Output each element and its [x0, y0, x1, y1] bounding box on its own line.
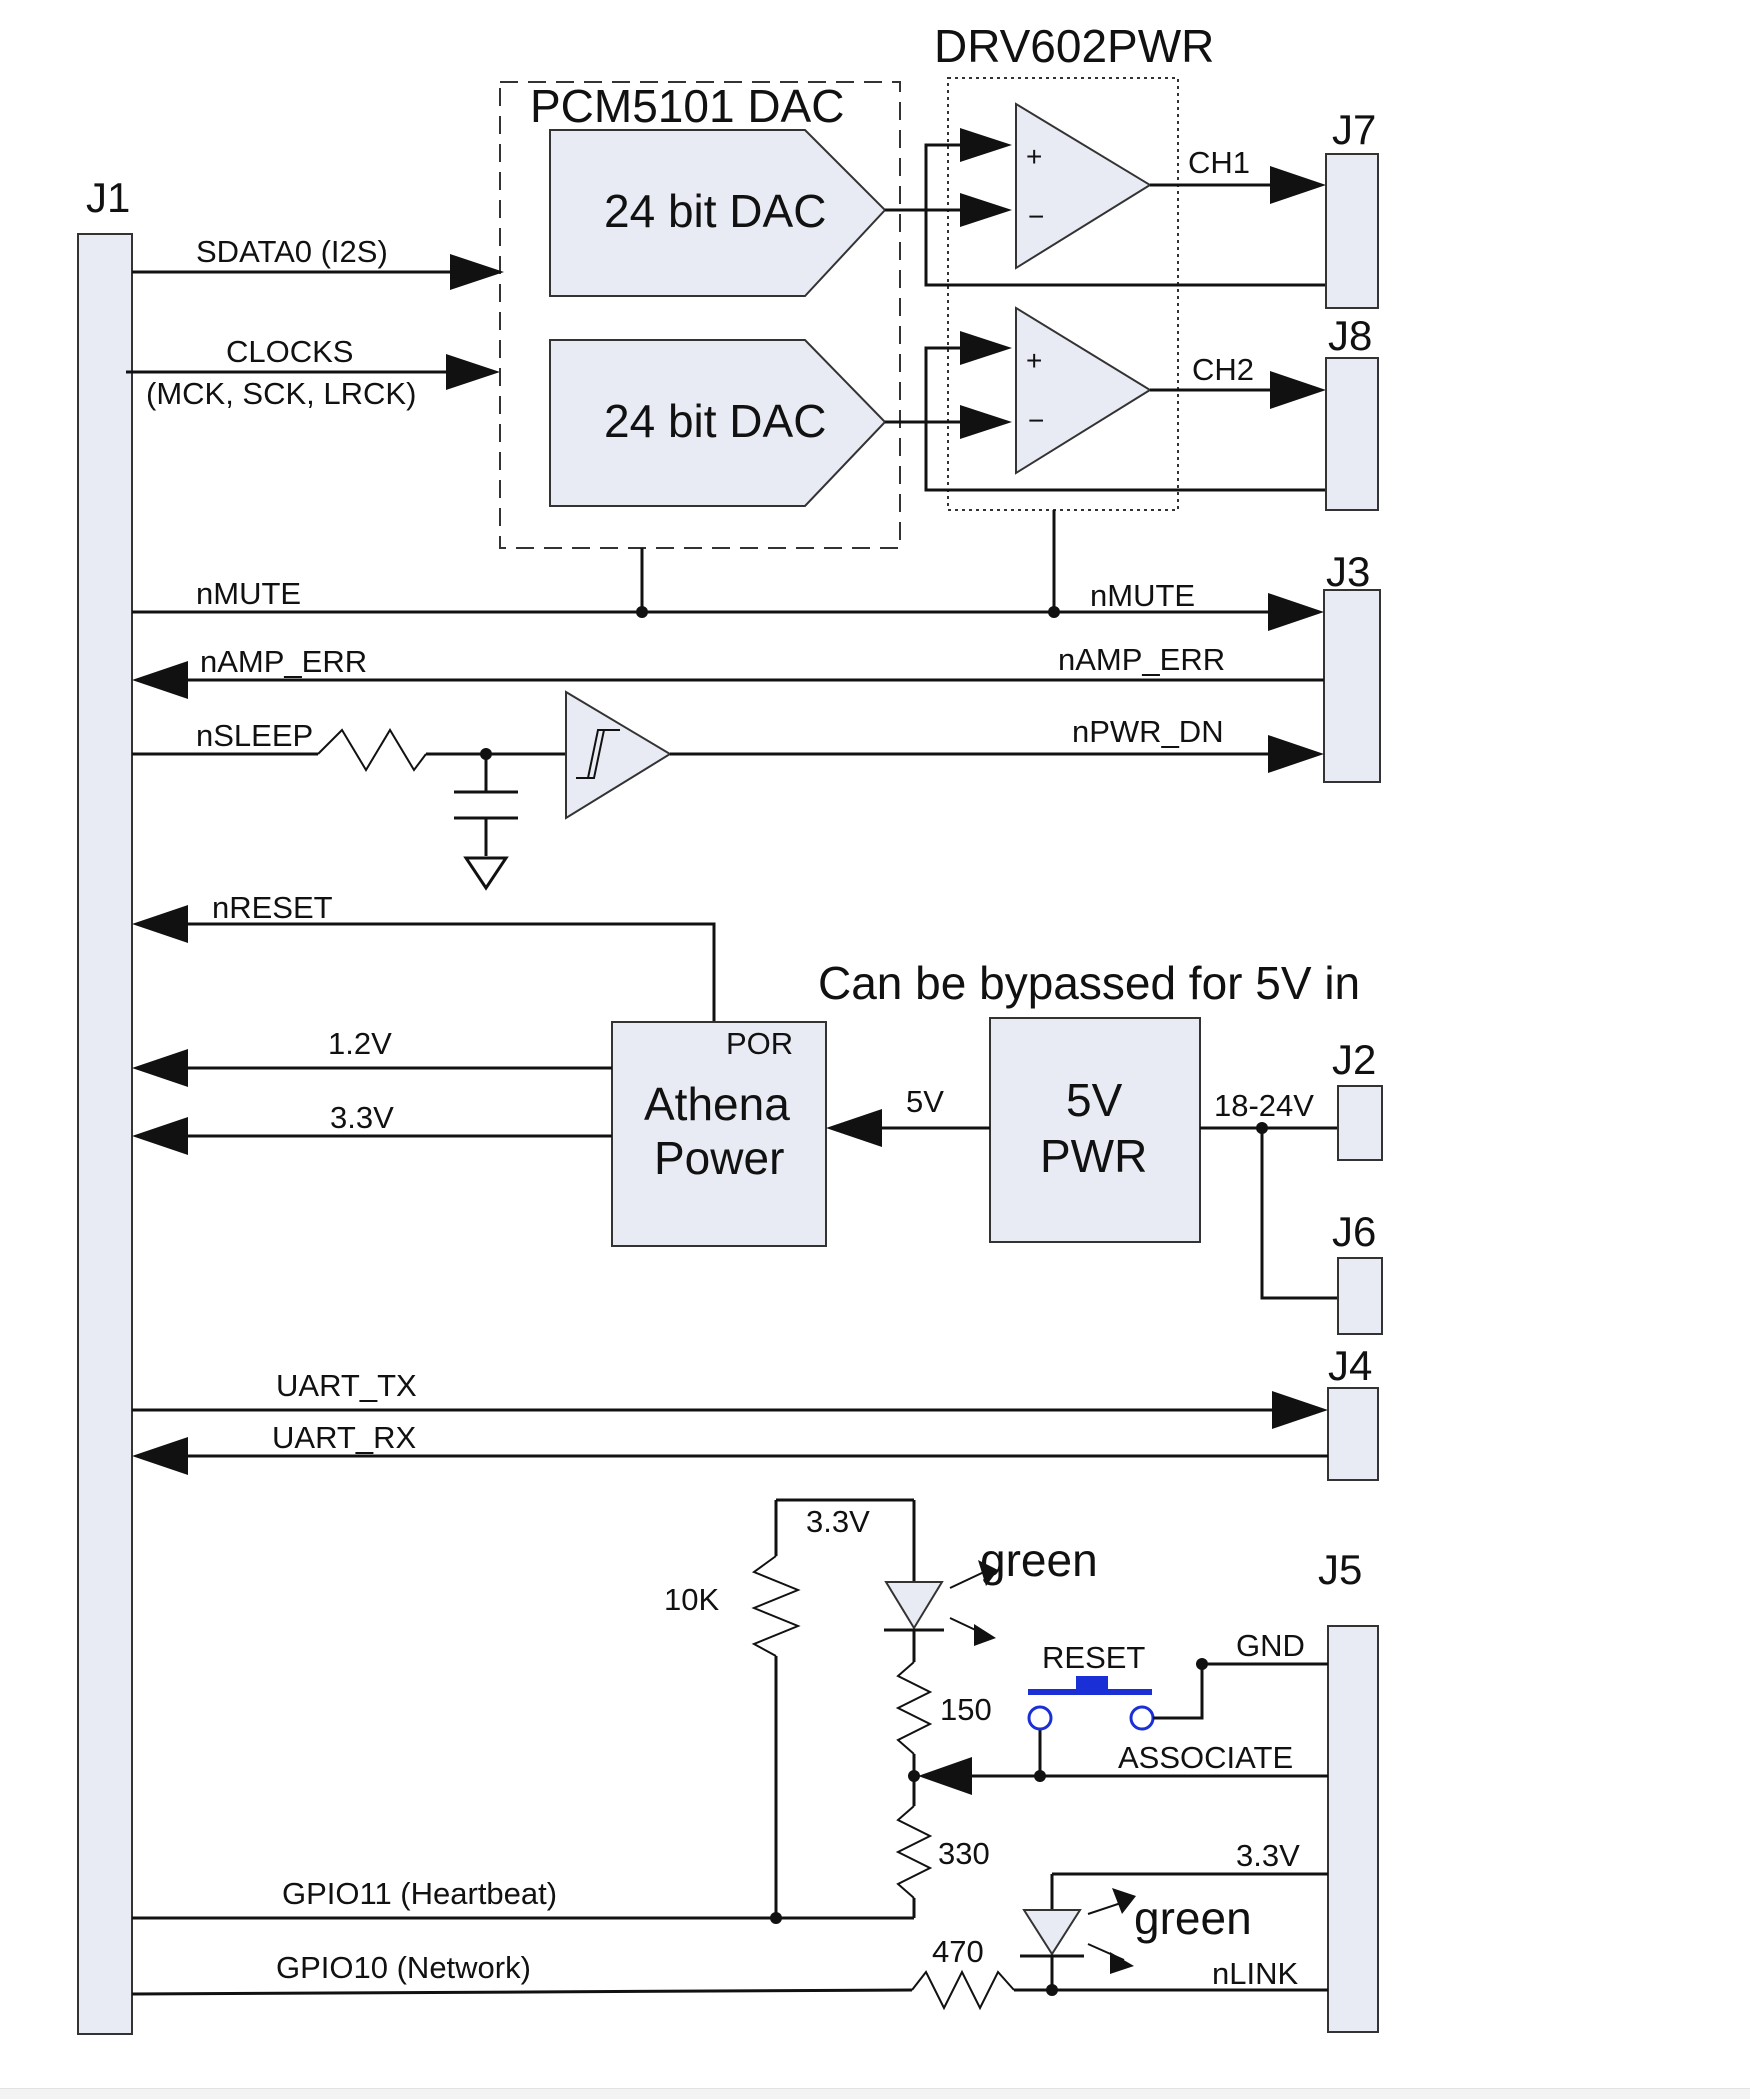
- led-network-label: green: [1134, 1892, 1252, 1944]
- signal-namp-err-left-label: nAMP_ERR: [200, 644, 367, 679]
- connector-j6: [1337, 1257, 1383, 1335]
- resistor-10k: [751, 1555, 801, 1657]
- connector-j2: [1337, 1085, 1383, 1161]
- junction-dot: [1048, 606, 1060, 618]
- resistor-10k-label: 10K: [664, 1582, 719, 1617]
- signal-5v-label: 5V: [906, 1084, 944, 1119]
- signal-uart-tx-label: UART_TX: [276, 1368, 417, 1403]
- schmitt-trigger-icon: [565, 690, 672, 820]
- signal-18-24v-label: 18-24V: [1214, 1088, 1314, 1123]
- signal-gpio11-label: GPIO11 (Heartbeat): [282, 1876, 557, 1911]
- athena-power-label-2: Power: [654, 1132, 784, 1184]
- signal-3v3-top-label: 3.3V: [806, 1504, 870, 1539]
- opamp-ch1: [1015, 102, 1152, 270]
- signal-clocks-label-2: (MCK, SCK, LRCK): [146, 376, 416, 411]
- connector-j7-label: J7: [1332, 106, 1376, 153]
- reset-button-plunger: [1076, 1676, 1108, 1690]
- dac-block-1-label: 24 bit DAC: [604, 185, 826, 237]
- dac-group-title: PCM5101 DAC: [530, 80, 844, 132]
- signal-namp-err-right-label: nAMP_ERR: [1058, 642, 1225, 677]
- signal-clocks-label-1: CLOCKS: [226, 334, 353, 369]
- resistor-470: [911, 1969, 1015, 2011]
- led-heartbeat-icon: [884, 1581, 944, 1630]
- signal-sdata-label: SDATA0 (I2S): [196, 234, 388, 269]
- dac-block-2-label: 24 bit DAC: [604, 395, 826, 447]
- dac-block-1: [549, 129, 887, 297]
- connector-j3: [1323, 589, 1381, 783]
- signal-gpio10-label: GPIO10 (Network): [276, 1950, 531, 1985]
- ground-icon: [463, 856, 509, 891]
- athena-power-block: [611, 1021, 827, 1247]
- window-bottom-edge: [0, 2088, 1750, 2099]
- connector-j4: [1327, 1387, 1379, 1481]
- junction-dot: [636, 606, 648, 618]
- connector-j3-label: J3: [1326, 548, 1370, 595]
- opamp-ch1-plus: +: [1026, 141, 1042, 172]
- opamp-ch2: [1015, 306, 1152, 475]
- resistor-470-label: 470: [932, 1934, 984, 1969]
- por-label: POR: [726, 1026, 793, 1061]
- connector-j4-label: J4: [1328, 1342, 1372, 1389]
- signal-nsleep-label: nSLEEP: [196, 718, 313, 753]
- connector-j1-label: J1: [86, 174, 130, 221]
- led-heartbeat-label: green: [980, 1534, 1098, 1586]
- signal-nmute-right-label: nMUTE: [1090, 578, 1195, 613]
- reset-button-contact-right: [1129, 1705, 1155, 1731]
- capacitor-nsleep: [454, 790, 518, 820]
- hysteresis-symbol: [576, 729, 620, 779]
- pwr-5v-label-1: 5V: [1066, 1074, 1123, 1126]
- connector-j1: [77, 233, 133, 2035]
- signal-3v3-j5-label: 3.3V: [1236, 1838, 1300, 1873]
- resistor-330-label: 330: [938, 1836, 990, 1871]
- resistor-nsleep: [317, 728, 427, 772]
- connector-j8-label: J8: [1328, 312, 1372, 359]
- reset-button-contact-left: [1027, 1705, 1053, 1731]
- signal-gnd-label: GND: [1236, 1628, 1305, 1663]
- resistor-150: [895, 1661, 933, 1755]
- opamp-ch2-minus: −: [1028, 405, 1044, 436]
- connector-j7: [1325, 153, 1379, 309]
- connector-j8: [1325, 357, 1379, 511]
- signal-uart-rx-label: UART_RX: [272, 1420, 416, 1455]
- signal-ch2-label: CH2: [1192, 352, 1254, 387]
- pwr-5v-block: [989, 1017, 1201, 1243]
- resistor-330: [895, 1805, 933, 1899]
- junction-dot: [1196, 1658, 1208, 1670]
- junction-dot: [770, 1912, 782, 1924]
- led-network-icon: [1022, 1909, 1082, 1956]
- dac-block-2: [549, 339, 887, 507]
- signal-1v2-label: 1.2V: [328, 1026, 392, 1061]
- reset-button-label: RESET: [1042, 1640, 1145, 1675]
- opamp-ch1-minus: −: [1028, 201, 1044, 232]
- junction-dot: [1256, 1122, 1268, 1134]
- signal-npwr-dn-label: nPWR_DN: [1072, 714, 1224, 749]
- pwr-5v-label-2: PWR: [1040, 1130, 1147, 1182]
- bypass-note: Can be bypassed for 5V in: [818, 957, 1360, 1009]
- amp-group-outline: [947, 77, 1179, 511]
- connector-j5-label: J5: [1318, 1546, 1362, 1593]
- signal-associate-label: ASSOCIATE: [1118, 1740, 1293, 1775]
- connector-j6-label: J6: [1332, 1208, 1376, 1255]
- connector-j5: [1327, 1625, 1379, 2033]
- connector-j2-label: J2: [1332, 1036, 1376, 1083]
- signal-nmute-left-label: nMUTE: [196, 576, 301, 611]
- opamp-ch2-plus: +: [1026, 345, 1042, 376]
- signal-3v3-label: 3.3V: [330, 1100, 394, 1135]
- amp-group-title: DRV602PWR: [934, 20, 1214, 72]
- signal-nlink-label: nLINK: [1212, 1956, 1298, 1991]
- signal-nreset-label: nRESET: [212, 890, 333, 925]
- athena-power-label-1: Athena: [644, 1078, 790, 1130]
- dac-group-outline: [499, 81, 901, 549]
- signal-ch1-label: CH1: [1188, 145, 1250, 180]
- resistor-150-label: 150: [940, 1692, 992, 1727]
